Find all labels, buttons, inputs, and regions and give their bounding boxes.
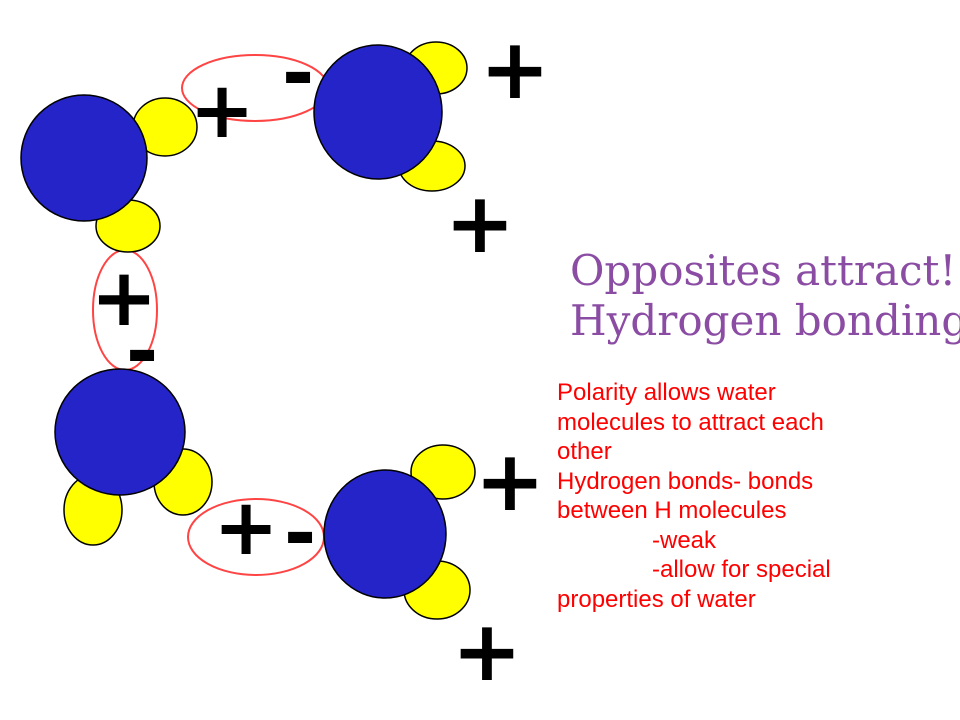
charge-positive: + (452, 602, 522, 700)
charge-positive: + (189, 66, 254, 156)
body-line-1: Polarity allows water (557, 379, 776, 406)
charge-negative: - (282, 29, 314, 119)
body-line-7: -allow for special (652, 556, 831, 583)
explanation-text: Polarity allows water molecules to attra… (557, 378, 957, 614)
water-molecule-3 (54, 368, 213, 546)
oxygen-atom (323, 469, 447, 599)
charge-positive: + (90, 251, 157, 344)
charge-positive: + (445, 174, 515, 272)
caption-line-1: Opposites attract! (570, 246, 957, 295)
water-molecule-1 (20, 94, 198, 253)
hydrogen-atom (410, 444, 476, 500)
oxygen-atom (20, 94, 148, 222)
charge-positive: + (480, 20, 550, 118)
body-line-8: properties of water (557, 585, 756, 613)
oxygen-atom (313, 44, 443, 180)
body-line-3: other (557, 438, 612, 465)
body-line-2: molecules to attract each (557, 408, 824, 436)
slide-caption: Opposites attract! Hydrogen bonding (570, 246, 960, 346)
oxygen-atom (54, 368, 186, 496)
body-line-4: Hydrogen bonds- bonds (557, 467, 814, 495)
caption-line-2: Hydrogen bonding (570, 296, 960, 345)
charge-negative: - (126, 307, 158, 397)
body-line-6: -weak (652, 526, 717, 554)
charge-positive: + (213, 483, 278, 573)
water-molecule-2 (313, 41, 468, 192)
charge-positive: + (475, 432, 545, 530)
water-molecule-4 (323, 444, 476, 620)
charge-negative: - (284, 489, 316, 579)
body-line-5: between H molecules (557, 497, 787, 524)
